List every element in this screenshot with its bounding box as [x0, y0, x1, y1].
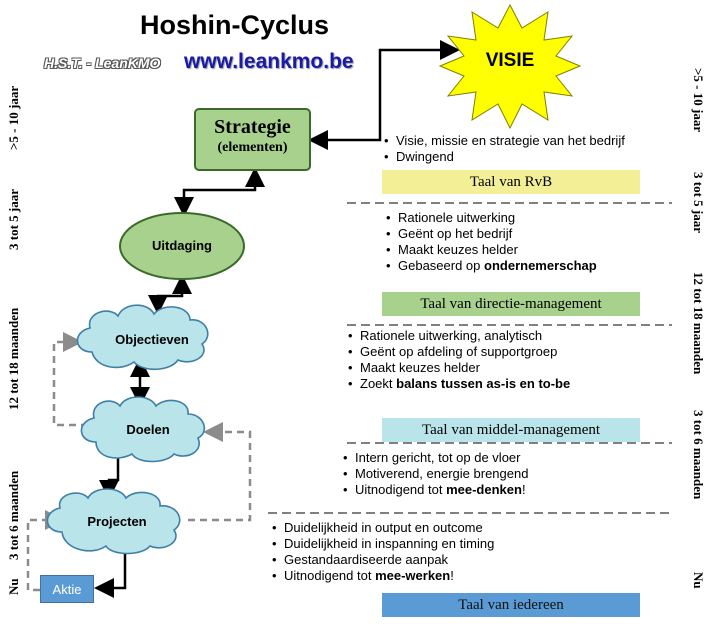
left-label-nu: Nu	[6, 578, 21, 595]
right-label-3-6-maanden: 3 tot 6 maanden	[691, 410, 706, 500]
list-item: Zoekt balans tussen as-is en to-be	[346, 376, 570, 392]
doelen-cloud	[80, 396, 206, 463]
rvb-bullets: Visie, missie en strategie van het bedri…	[382, 133, 625, 165]
list-item: Duidelijkheid in inspanning en timing	[270, 536, 494, 552]
list-item: Motiverend, energie brengend	[341, 466, 528, 482]
objectieven-cloud	[76, 304, 209, 371]
projecten-label: Projecten	[87, 514, 147, 529]
band-iedereen: Taal van iedereen	[382, 593, 640, 617]
left-label-3-6-maanden: 3 tot 6 maanden	[6, 470, 21, 560]
list-item-text: Uitnodigend tot	[355, 482, 447, 497]
right-label-3-5-jaar: 3 tot 5 jaar	[691, 172, 706, 234]
band-rvb: Taal van RvB	[382, 170, 640, 194]
connector-objectieven-uitdaging	[148, 274, 192, 315]
visie-star-shape	[438, 3, 582, 130]
list-item: Uitnodigend tot mee-denken!	[341, 482, 528, 498]
list-item-emphasis: mee-werken	[375, 568, 451, 583]
doelen-label: Doelen	[126, 422, 170, 437]
page-title: Hoshin-Cyclus	[140, 10, 330, 40]
middel-bullets: Rationele uitwerking, analytisch Geënt o…	[346, 328, 570, 392]
band-directie: Taal van directie-management	[382, 292, 640, 316]
list-item: Intern gericht, tot op de vloer	[341, 450, 528, 466]
strategie-box: Strategie (elementen)	[194, 108, 311, 171]
right-label-5-10-jaar: >5 - 10 jaar	[691, 68, 706, 133]
list-item-text: Zoekt	[360, 376, 397, 391]
projecten-cloud	[46, 488, 181, 555]
list-item: Gestandaardiseerde aanpak	[270, 552, 494, 568]
left-label-3-5-jaar: 3 tot 5 jaar	[6, 188, 21, 250]
uitdaging-label: Uitdaging	[152, 238, 212, 253]
list-item-emphasis: balans tussen as-is en to-be	[396, 376, 571, 391]
iedereen-bullets: Duidelijkheid in output en outcome Duide…	[270, 520, 494, 584]
website-link[interactable]: www.leankmo.be	[184, 50, 354, 73]
objectieven-label: Objectieven	[115, 332, 189, 347]
right-label-12-18-maanden: 12 tot 18 maanden	[691, 272, 706, 375]
feedback-aktie-projecten	[26, 510, 65, 592]
feedback-projecten-doelen	[188, 422, 252, 522]
aktie-box: Aktie	[40, 575, 94, 603]
strategie-label: Strategie	[214, 116, 291, 138]
connector-projecten-aktie	[94, 540, 127, 598]
directie-bullets: Rationele uitwerking Geënt op het bedrij…	[384, 210, 597, 274]
list-item-text: Uitnodigend tot	[284, 568, 376, 583]
list-item: Geënt op het bedrijf	[384, 226, 597, 242]
list-item-text: !	[450, 568, 454, 583]
uitdaging-shape	[119, 212, 245, 280]
list-item-emphasis: ondernemerschap	[484, 258, 597, 273]
list-item: Uitnodigend tot mee-werken!	[270, 568, 494, 584]
list-item: Duidelijkheid in output en outcome	[270, 520, 494, 536]
author-tag: H.S.T. - LeanKMO	[44, 55, 161, 71]
list-item: Geënt op afdeling of supportgroep	[346, 344, 570, 360]
left-label-5-10-jaar: >5 - 10 jaar	[6, 85, 21, 150]
list-item: Maakt keuzes helder	[384, 242, 597, 258]
list-item-emphasis: mee-denken	[446, 482, 522, 497]
connector-strategie-visie	[308, 40, 460, 150]
list-item: Rationele uitwerking	[384, 210, 597, 226]
vloer-bullets: Intern gericht, tot op de vloer Motivere…	[341, 450, 528, 498]
right-label-nu: Nu	[691, 572, 706, 589]
band-middel: Taal van middel-management	[382, 418, 640, 442]
list-item: Gebaseerd op ondernemerschap	[384, 258, 597, 274]
list-item-text: Gebaseerd op	[398, 258, 485, 273]
left-label-12-18-maanden: 12 tot 18 maanden	[6, 307, 21, 410]
connector-doelen-projecten	[99, 452, 120, 500]
list-item: Dwingend	[382, 149, 625, 165]
strategie-sublabel: (elementen)	[217, 140, 288, 155]
list-item-text: !	[521, 482, 526, 497]
feedback-doelen-objectieven	[52, 332, 88, 427]
connector-uitdaging-strategie	[174, 167, 265, 217]
list-item: Maakt keuzes helder	[346, 360, 570, 376]
list-item: Visie, missie en strategie van het bedri…	[382, 133, 625, 149]
visie-label: VISIE	[485, 50, 535, 71]
list-item: Rationele uitwerking, analytisch	[346, 328, 570, 344]
